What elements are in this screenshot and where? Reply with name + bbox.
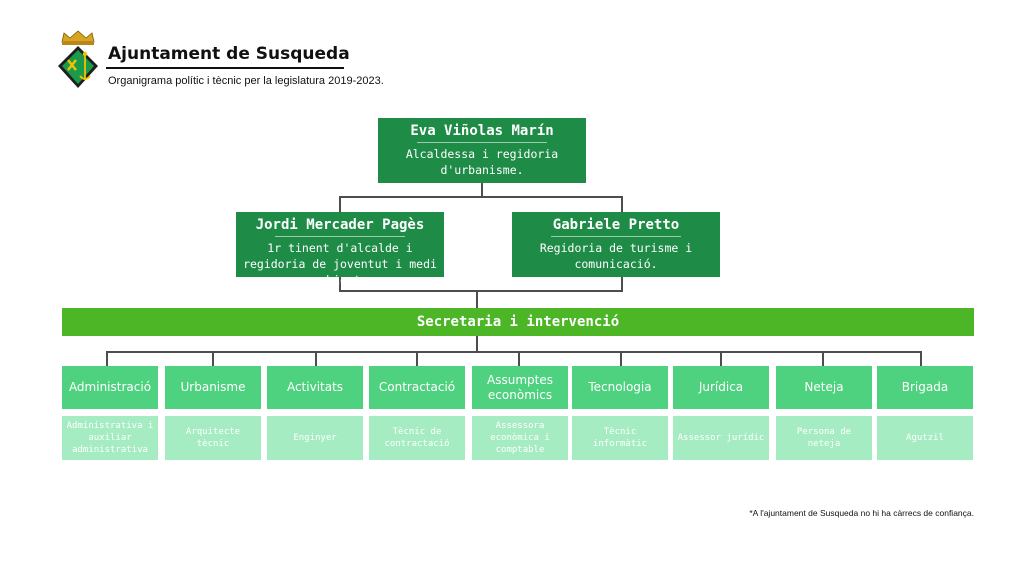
department-box: Tecnologia — [572, 366, 668, 409]
connector — [339, 277, 341, 291]
connector — [621, 277, 623, 291]
staff-box: Persona de neteja — [776, 416, 872, 460]
councillor-node: Gabriele Pretto Regidoria de turisme i c… — [512, 212, 720, 277]
department-box: Administració — [62, 366, 158, 409]
staff-box: Administrativa i auxiliar administrativa — [62, 416, 158, 460]
staff-box: Assessora econòmica i comptable — [472, 416, 568, 460]
page-title: Ajuntament de Susqueda — [108, 44, 350, 64]
department-box: Activitats — [267, 366, 363, 409]
staff-box: Tècnic de contractació — [369, 416, 465, 460]
footnote: *A l'ajuntament de Susqueda no hi ha càr… — [749, 508, 974, 518]
connector — [339, 196, 623, 198]
department-box: Contractació — [369, 366, 465, 409]
secretaria-bar: Secretaria i intervenció — [62, 308, 974, 336]
councillor-node: Jordi Mercader Pagès 1r tinent d'alcalde… — [236, 212, 444, 287]
mayor-role: Alcaldessa i regidoria d'urbanisme. — [405, 147, 559, 177]
connector — [822, 351, 824, 366]
page-subtitle: Organigrama polític i tècnic per la legi… — [108, 75, 384, 87]
staff-box: Enginyer — [267, 416, 363, 460]
connector — [339, 196, 341, 212]
staff-box: Tècnic informàtic — [572, 416, 668, 460]
department-box: Urbanisme — [165, 366, 261, 409]
connector — [212, 351, 214, 366]
councillor-role: Regidoria de turisme i comunicació. — [539, 241, 693, 271]
title-underline — [106, 67, 344, 69]
connector — [920, 351, 922, 366]
connector — [106, 351, 922, 353]
connector — [416, 351, 418, 366]
staff-box: Agutzil — [877, 416, 973, 460]
connector — [481, 183, 483, 197]
connector — [476, 290, 478, 308]
mayor-name: Eva Viñolas Marín — [410, 123, 554, 139]
department-box: Brigada — [877, 366, 973, 409]
name-divider — [275, 236, 405, 237]
connector — [315, 351, 317, 366]
councillor-name: Jordi Mercader Pagès — [255, 217, 425, 233]
connector — [720, 351, 722, 366]
connector — [621, 196, 623, 212]
coat-of-arms-icon — [56, 30, 100, 90]
name-divider — [417, 142, 547, 143]
department-box: Neteja — [776, 366, 872, 409]
councillor-name: Gabriele Pretto — [552, 217, 680, 233]
connector — [620, 351, 622, 366]
connector — [339, 290, 623, 292]
connector — [106, 351, 108, 366]
department-box: Assumptes econòmics — [472, 366, 568, 409]
connector — [476, 336, 478, 352]
name-divider — [551, 236, 681, 237]
mayor-node: Eva Viñolas Marín Alcaldessa i regidoria… — [378, 118, 586, 183]
staff-box: Assessor jurídic — [673, 416, 769, 460]
councillor-role: 1r tinent d'alcalde i regidoria de joven… — [243, 241, 437, 287]
connector — [518, 351, 520, 366]
staff-box: Arquitecte tècnic — [165, 416, 261, 460]
department-box: Jurídica — [673, 366, 769, 409]
